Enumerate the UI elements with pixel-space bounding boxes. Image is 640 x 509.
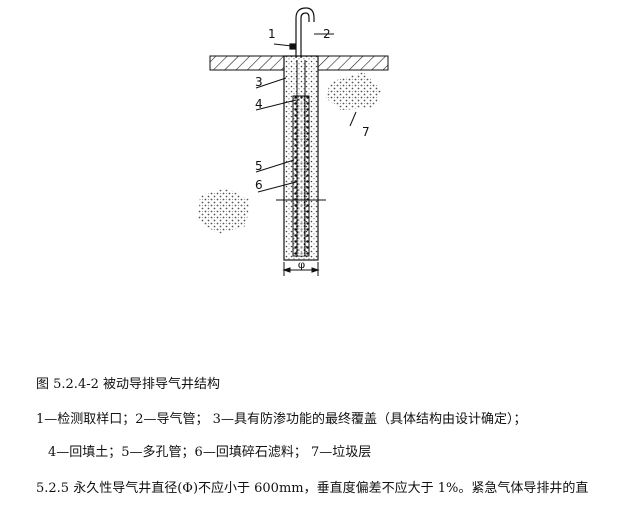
final-cover-layer (209, 55, 389, 71)
callout-6: 6 (255, 178, 263, 192)
callout-2: 2 (323, 27, 331, 41)
figure-caption: 图 5.2.4-2 被动导排导气井结构 (36, 377, 221, 392)
legend-line-2: 4—回填土；5—多孔管；6—回填碎石滤料； 7—垃圾层 (48, 445, 372, 460)
gas-well-structure-diagram: φ 1 2 3 4 5 6 7 (198, 7, 389, 276)
legend-line-1: 1—检测取样口；2—导气管； 3—具有防渗功能的最终覆盖（具体结构由设计确定）； (36, 412, 527, 427)
well-shaft (276, 55, 326, 261)
callout-5: 5 (255, 159, 263, 173)
callout-7: 7 (362, 125, 370, 139)
callout-3: 3 (255, 75, 263, 89)
callout-4: 4 (255, 97, 263, 111)
diameter-label: φ (298, 260, 305, 271)
callout-1: 1 (268, 27, 276, 41)
leader-lines (255, 33, 357, 193)
gas-pipe (289, 7, 315, 58)
garbage-layer (198, 72, 382, 234)
clause-5-2-5: 5.2.5 永久性导气井直径(Φ)不应小于 600mm，垂直度偏差不应大于 1%… (36, 481, 589, 496)
diameter-dimension (282, 262, 320, 276)
